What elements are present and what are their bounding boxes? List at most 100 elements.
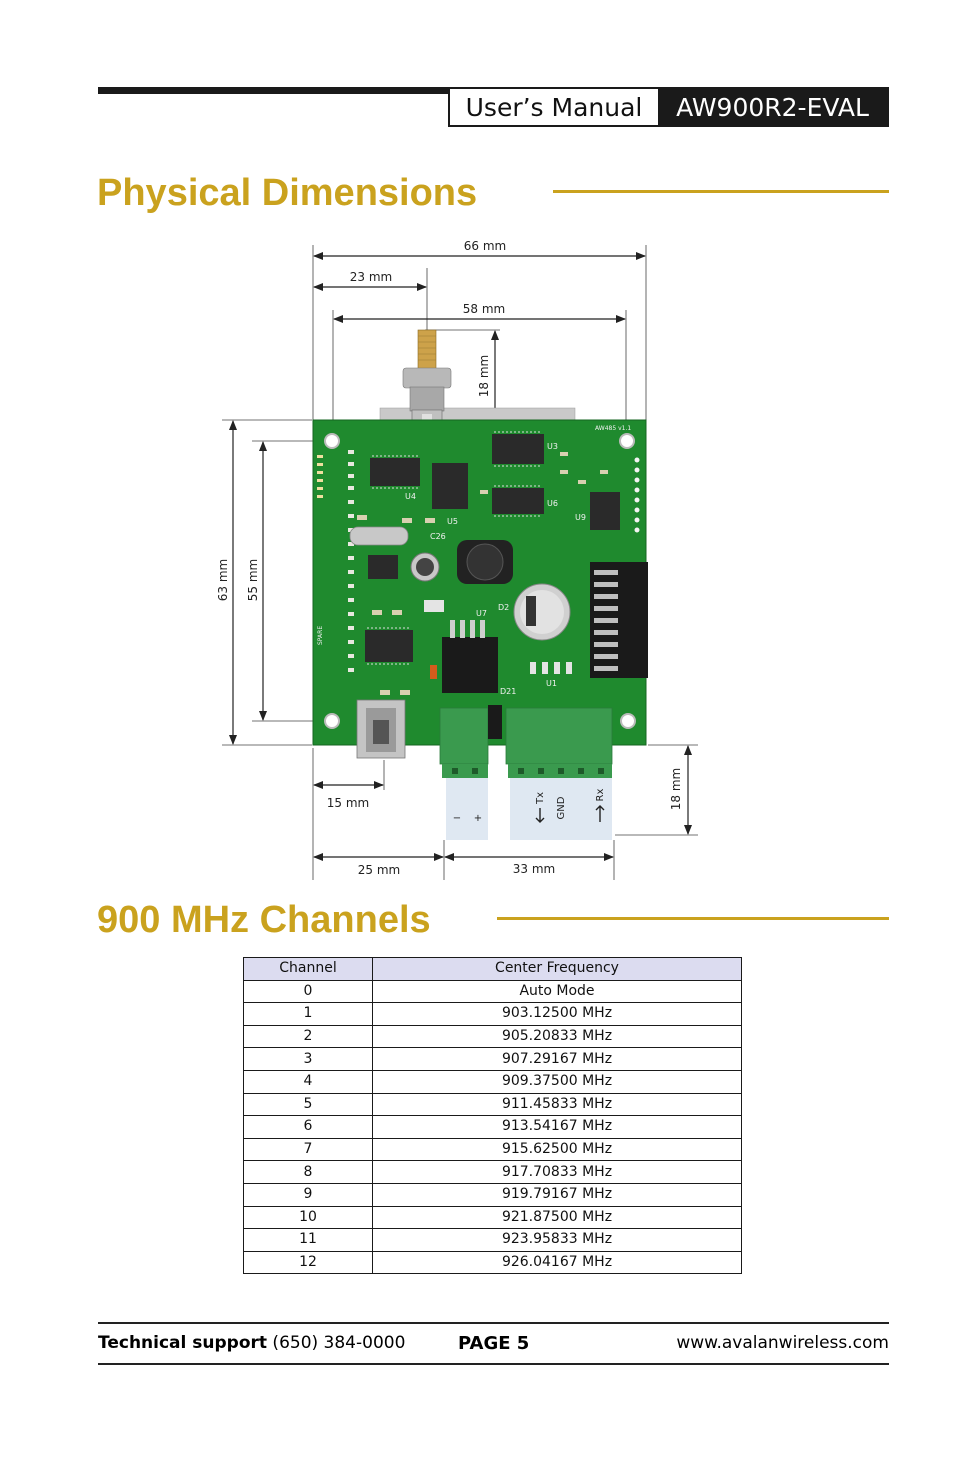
power-terminal xyxy=(439,707,489,840)
dim-left-block: 25 mm xyxy=(358,863,400,877)
footer-support-label: Technical support xyxy=(98,1333,268,1353)
section-rule-dimensions xyxy=(553,190,889,193)
section-title-channels: 900 MHz Channels xyxy=(97,899,431,941)
ic-small xyxy=(368,555,398,579)
terminal-label-tx: Tx xyxy=(535,792,546,805)
crystal xyxy=(349,526,409,546)
column-header-channel: Channel xyxy=(243,957,373,981)
ic-u6 xyxy=(492,488,544,514)
ic-rs485 xyxy=(365,630,413,662)
ic-u9 xyxy=(590,492,620,530)
usb-connector xyxy=(356,699,406,759)
channel-cell: 12 xyxy=(243,1250,373,1275)
pcb-label-version: AW485 v1.1 xyxy=(595,425,631,432)
capacitors xyxy=(410,552,571,641)
frequency-cell: 903.12500 MHz xyxy=(372,1002,742,1026)
channel-cell: 4 xyxy=(243,1069,373,1094)
frequency-cell: 907.29167 MHz xyxy=(372,1047,742,1071)
rx-arrow-icon xyxy=(595,805,605,822)
ic-u7 xyxy=(442,637,498,693)
channel-cell: 7 xyxy=(243,1137,373,1162)
frequency-cell: 919.79167 MHz xyxy=(372,1182,742,1207)
frequency-cell: 917.70833 MHz xyxy=(372,1160,742,1184)
frequency-cell: 905.20833 MHz xyxy=(372,1024,742,1049)
ic-leads xyxy=(367,431,542,665)
passive-components xyxy=(357,452,608,695)
edge-pins xyxy=(317,455,323,498)
right-header xyxy=(590,562,648,678)
channel-cell: 9 xyxy=(243,1182,373,1207)
header-manual-label: User’s Manual xyxy=(465,92,643,122)
dim-hole-spacing-h: 58 mm xyxy=(463,302,505,316)
channel-cell: 1 xyxy=(243,1002,373,1026)
pcb-label-u3: U3 xyxy=(547,442,558,451)
header-model-label: AW900R2-EVAL xyxy=(658,89,887,125)
footer-support: Technical support (650) 384-0000 xyxy=(98,1333,405,1353)
dim-usb-offset: 15 mm xyxy=(327,796,369,810)
pcb-label-u6: U6 xyxy=(547,499,558,508)
terminal-label-minus: − xyxy=(453,813,461,824)
header-rule xyxy=(98,87,448,94)
frequency-cell: 915.62500 MHz xyxy=(372,1137,742,1162)
ic-u3 xyxy=(492,434,544,464)
dimension-arrows xyxy=(229,252,692,861)
footer-page-number: PAGE 5 xyxy=(458,1333,530,1354)
frequency-cell: 923.95833 MHz xyxy=(372,1228,742,1252)
terminal-label-gnd: GND xyxy=(556,796,567,819)
frequency-cell: 909.37500 MHz xyxy=(372,1069,742,1094)
terminal-label-plus: + xyxy=(474,813,482,824)
pcb-label-spare: SPARE xyxy=(317,626,324,645)
pcb-label-u4: U4 xyxy=(405,492,416,501)
dim-right-block: 33 mm xyxy=(513,862,555,876)
footer-website-link[interactable]: www.avalanwireless.com xyxy=(676,1333,889,1353)
pcb-label-c26: C26 xyxy=(430,532,446,541)
frequency-cell: 911.45833 MHz xyxy=(372,1092,742,1117)
table-header-row: Channel Center Frequency xyxy=(243,957,742,981)
pcb-label-u5: U5 xyxy=(447,517,458,526)
diode xyxy=(488,705,502,739)
frequency-cell: Auto Mode xyxy=(372,979,742,1004)
serial-terminal xyxy=(505,707,613,840)
dim-antenna-offset: 23 mm xyxy=(350,270,392,284)
channel-cell: 3 xyxy=(243,1047,373,1071)
inductor xyxy=(457,540,513,584)
channel-cell: 8 xyxy=(243,1160,373,1184)
channel-cell: 2 xyxy=(243,1024,373,1049)
frequency-cell: 926.04167 MHz xyxy=(372,1250,742,1275)
signal-arrows xyxy=(535,805,605,823)
footer-rule-bottom xyxy=(98,1363,889,1365)
section-title-dimensions: Physical Dimensions xyxy=(97,172,478,214)
frequency-cell: 921.87500 MHz xyxy=(372,1205,742,1230)
section-rule-channels xyxy=(497,917,889,920)
pcb-label-u9: U9 xyxy=(575,513,586,522)
dim-overall-width: 66 mm xyxy=(464,239,506,253)
dim-antenna-height: 18 mm xyxy=(477,355,491,397)
ic-u5 xyxy=(432,463,468,509)
dim-terminal-height: 18 mm xyxy=(669,768,683,810)
pcb-label-u7: U7 xyxy=(476,609,487,618)
header-box: User’s Manual AW900R2-EVAL xyxy=(448,87,889,127)
column-header-frequency: Center Frequency xyxy=(372,957,742,981)
tx-arrow-icon xyxy=(535,808,545,823)
mounting-holes xyxy=(324,433,636,729)
board-dimension-diagram: 66 mm 23 mm 58 mm 18 mm 63 mm 55 mm 15 m… xyxy=(216,239,698,880)
terminal-label-rx: Rx xyxy=(595,788,606,801)
ic-u4 xyxy=(370,458,420,486)
ic-chips xyxy=(365,434,620,693)
channel-cell: 6 xyxy=(243,1115,373,1139)
regulator-pins xyxy=(450,620,485,638)
dim-overall-height: 63 mm xyxy=(216,559,230,601)
